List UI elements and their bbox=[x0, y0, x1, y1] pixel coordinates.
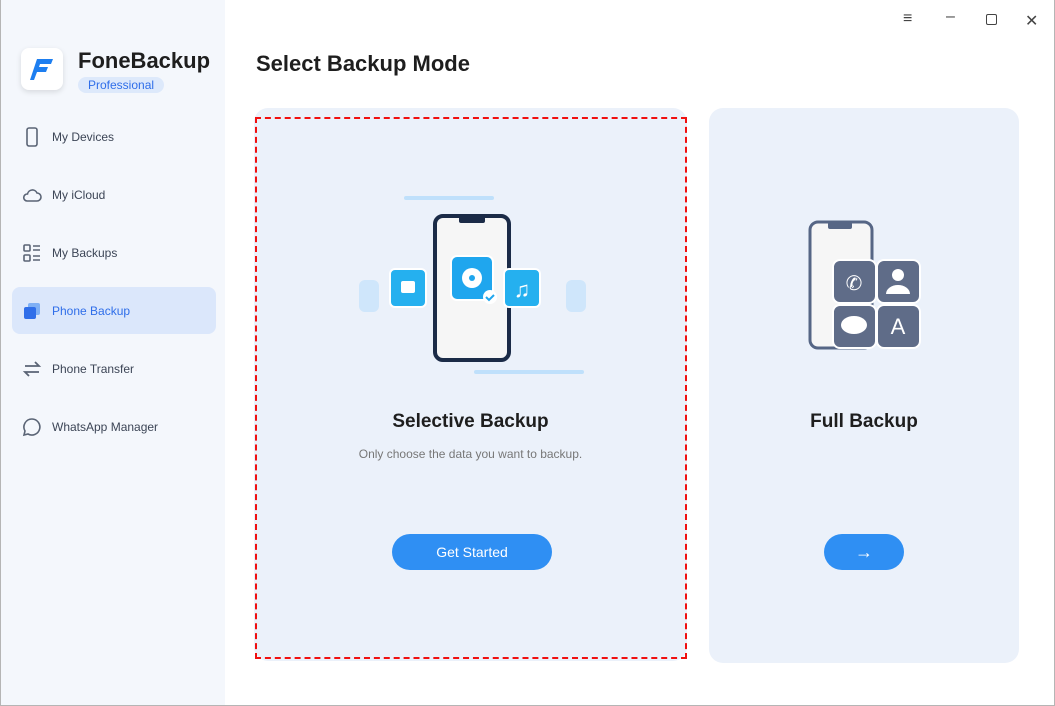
phone-icon bbox=[26, 126, 38, 147]
list-icon bbox=[23, 243, 40, 262]
chat-icon bbox=[22, 417, 41, 436]
full-backup-illustration: ✆ A bbox=[808, 220, 921, 350]
maximize-button[interactable] bbox=[986, 14, 997, 25]
sidebar-item-my-icloud[interactable]: My iCloud bbox=[12, 171, 216, 218]
selective-backup-title: Selective Backup bbox=[392, 411, 549, 432]
edition-badge: Professional bbox=[78, 77, 165, 93]
menu-button[interactable]: ≡ bbox=[903, 10, 913, 27]
selective-backup-card[interactable]: ♫ Selective Backup Only choose the data … bbox=[254, 108, 687, 661]
close-button[interactable]: ✕ bbox=[1025, 13, 1039, 30]
sidebar-item-phone-backup[interactable]: Phone Backup bbox=[12, 287, 216, 334]
selection-outline bbox=[255, 117, 687, 659]
sidebar-item-label: WhatsApp Manager bbox=[52, 419, 159, 434]
sidebar-item-phone-transfer[interactable]: Phone Transfer bbox=[12, 345, 216, 392]
sidebar-item-label: My Devices bbox=[52, 129, 115, 144]
cloud-icon bbox=[22, 188, 42, 202]
full-backup-card[interactable]: ✆ A Full Backup → bbox=[709, 108, 1019, 663]
svg-text:♫: ♫ bbox=[514, 277, 531, 302]
transfer-icon bbox=[22, 360, 42, 377]
minimize-button[interactable]: – bbox=[946, 8, 955, 25]
svg-text:A: A bbox=[891, 314, 906, 339]
full-backup-title: Full Backup bbox=[810, 411, 918, 432]
app-logo bbox=[21, 48, 63, 90]
sidebar-item-my-backups[interactable]: My Backups bbox=[12, 229, 216, 276]
phone-backup-icon bbox=[24, 302, 40, 319]
full-backup-arrow-button[interactable]: → bbox=[824, 534, 904, 570]
sidebar-item-label: My Backups bbox=[52, 245, 118, 260]
sidebar-item-my-devices[interactable]: My Devices bbox=[12, 113, 216, 160]
sidebar-item-label: Phone Backup bbox=[52, 303, 131, 318]
get-started-button[interactable]: Get Started bbox=[392, 534, 552, 570]
sidebar-item-label: Phone Transfer bbox=[52, 361, 135, 376]
app-name: FoneBackup bbox=[78, 48, 211, 73]
sidebar-item-label: My iCloud bbox=[52, 187, 106, 202]
sidebar-item-whatsapp-manager[interactable]: WhatsApp Manager bbox=[12, 403, 216, 450]
sidebar: FoneBackup Professional My Devices My iC… bbox=[1, 0, 225, 705]
selective-backup-illustration: ♫ bbox=[359, 196, 586, 374]
page-title: Select Backup Mode bbox=[256, 51, 470, 76]
selective-backup-description: Only choose the data you want to backup. bbox=[358, 447, 583, 461]
svg-text:✆: ✆ bbox=[846, 273, 863, 295]
